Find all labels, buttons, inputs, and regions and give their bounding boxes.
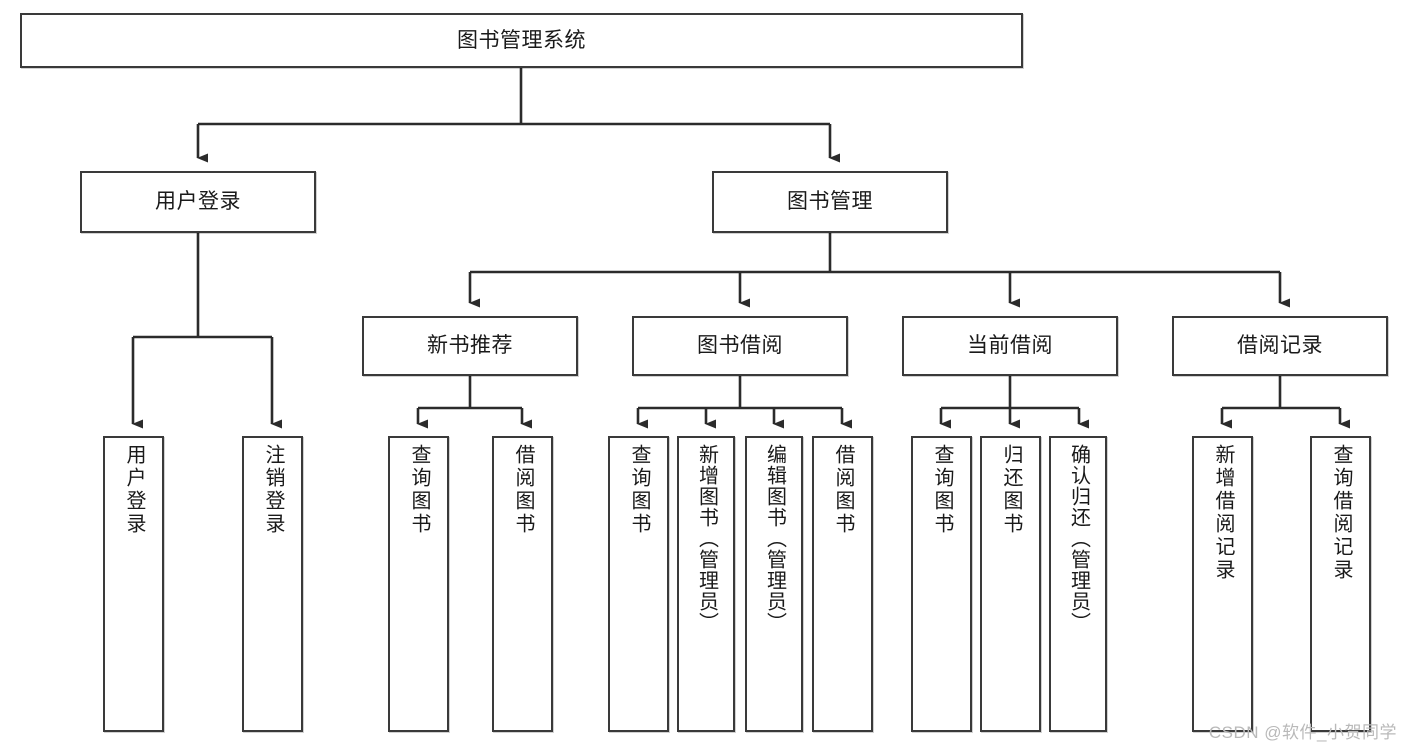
leaf-add-book-admin[interactable]: 新增图书（管理员） (677, 436, 735, 732)
node-label: 编辑图书（管理员） (763, 444, 786, 633)
node-label: 归还图书 (1000, 444, 1022, 536)
node-book-borrowing[interactable]: 图书借阅 (632, 316, 848, 376)
node-root-book-management-system[interactable]: 图书管理系统 (20, 13, 1023, 68)
node-label: 注销登录 (262, 444, 284, 536)
node-borrow-records[interactable]: 借阅记录 (1172, 316, 1388, 376)
node-label: 新增借阅记录 (1212, 444, 1234, 582)
leaf-query-book-borrow[interactable]: 查询图书 (608, 436, 669, 732)
leaf-logout[interactable]: 注销登录 (242, 436, 303, 732)
leaf-edit-book-admin[interactable]: 编辑图书（管理员） (745, 436, 803, 732)
node-label: 用户登录 (155, 190, 241, 214)
node-label: 查询借阅记录 (1330, 444, 1352, 582)
node-label: 图书借阅 (697, 334, 783, 358)
node-book-management[interactable]: 图书管理 (712, 171, 948, 233)
node-label: 查询图书 (931, 444, 953, 536)
node-label: 图书管理系统 (457, 28, 586, 52)
node-label: 查询图书 (408, 444, 430, 536)
leaf-query-borrow-record[interactable]: 查询借阅记录 (1310, 436, 1371, 732)
leaf-user-login[interactable]: 用户登录 (103, 436, 164, 732)
node-user-login[interactable]: 用户登录 (80, 171, 316, 233)
leaf-query-book-current[interactable]: 查询图书 (911, 436, 972, 732)
node-current-borrowing[interactable]: 当前借阅 (902, 316, 1118, 376)
node-label: 新书推荐 (427, 334, 513, 358)
node-label: 借阅图书 (512, 444, 534, 536)
leaf-borrow-book[interactable]: 借阅图书 (812, 436, 873, 732)
watermark: CSDN @软件_小贺同学 (1208, 723, 1397, 742)
leaf-borrow-book-new[interactable]: 借阅图书 (492, 436, 553, 732)
node-label: 查询图书 (628, 444, 650, 536)
leaf-query-book-new[interactable]: 查询图书 (388, 436, 449, 732)
node-label: 用户登录 (123, 444, 145, 536)
node-label: 借阅记录 (1237, 334, 1323, 358)
node-label: 图书管理 (787, 190, 873, 214)
leaf-return-book[interactable]: 归还图书 (980, 436, 1041, 732)
leaf-add-borrow-record[interactable]: 新增借阅记录 (1192, 436, 1253, 732)
node-label: 当前借阅 (967, 334, 1053, 358)
node-label: 借阅图书 (832, 444, 854, 536)
node-new-book-recommendation[interactable]: 新书推荐 (362, 316, 578, 376)
leaf-confirm-return-admin[interactable]: 确认归还（管理员） (1049, 436, 1107, 732)
node-label: 新增图书（管理员） (695, 444, 718, 633)
node-label: 确认归还（管理员） (1067, 444, 1090, 633)
